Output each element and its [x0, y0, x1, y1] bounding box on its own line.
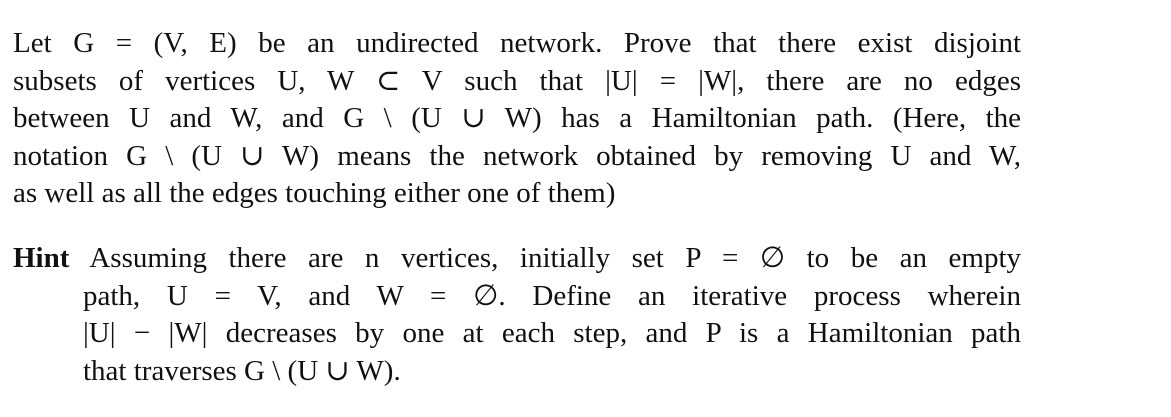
hint-line: that traverses G \ (U ∪ W). [83, 354, 401, 387]
hint-first-line: Hint Assuming there are n vertices, init… [13, 240, 1021, 278]
problem-line: as well as all the edges touching either… [13, 177, 616, 210]
problem-line: subsets of vertices U, W ⊂ V such that |… [13, 64, 1021, 97]
hint-line: path, U = V, and W = ∅. Define an iterat… [83, 279, 1021, 312]
hint-line: Assuming there are n vertices, initially… [89, 242, 1021, 274]
problem-statement: Let G = (V, E) be an undirected network.… [13, 25, 1021, 213]
hint-block: Hint Assuming there are n vertices, init… [13, 240, 1021, 390]
hint-label: Hint [13, 242, 70, 274]
hint-line: |U| − |W| decreases by one at each step,… [83, 317, 1021, 350]
problem-line: between U and W, and G \ (U ∪ W) has a H… [13, 102, 1021, 135]
problem-line: Let G = (V, E) be an undirected network.… [13, 27, 1021, 59]
problem-line: notation G \ (U ∪ W) means the network o… [13, 139, 1021, 172]
